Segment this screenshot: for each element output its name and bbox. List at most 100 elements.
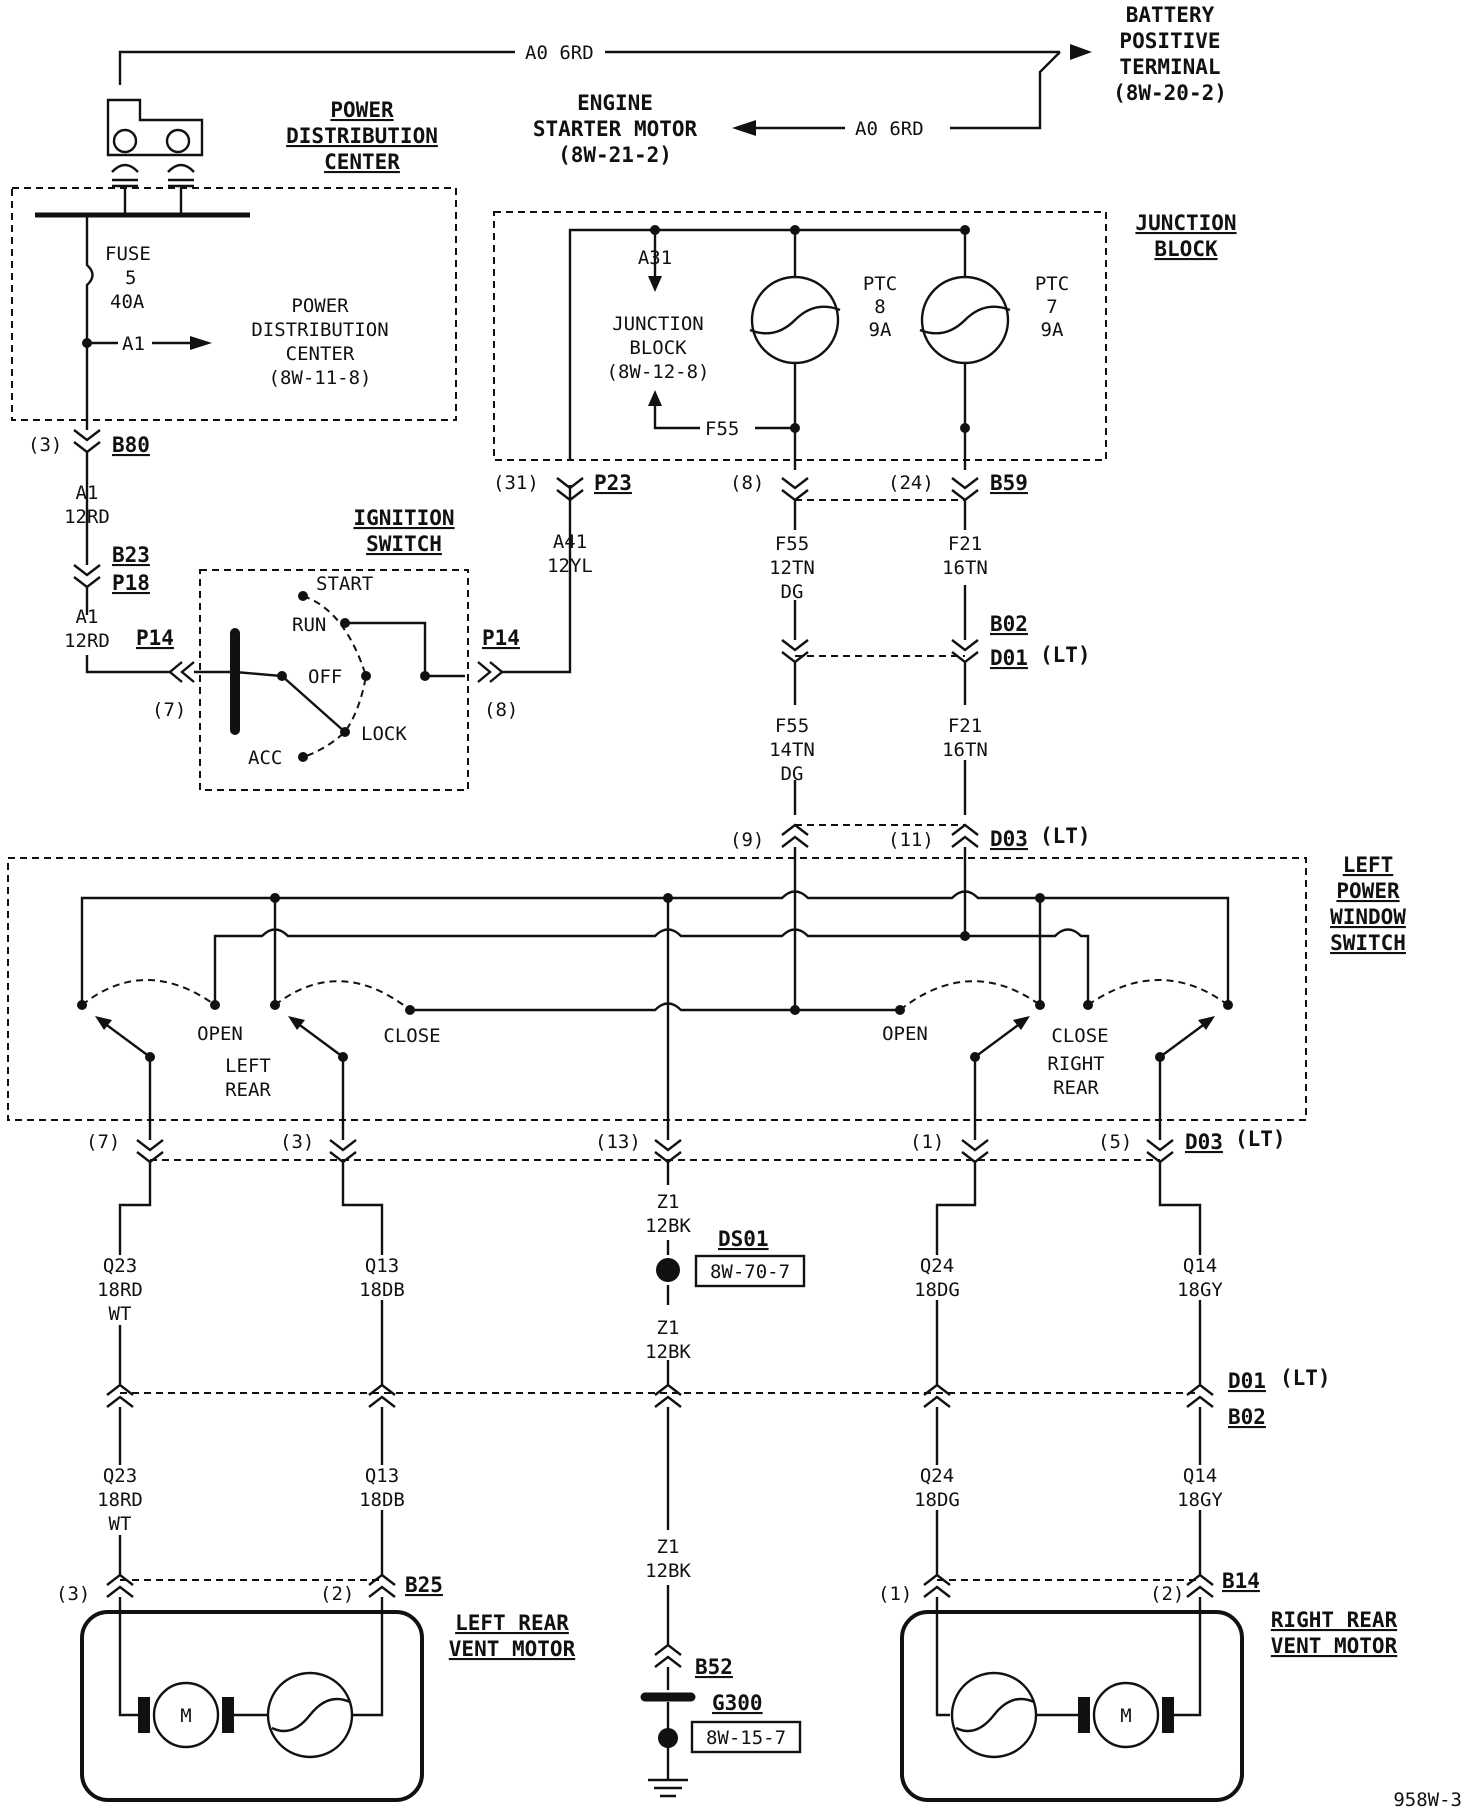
svg-text:TERMINAL: TERMINAL <box>1119 55 1220 79</box>
wire-q13-lower-gauge: 18DB <box>359 1489 405 1511</box>
ignition-connector-left: P14 (7) <box>136 626 235 721</box>
svg-text:8W-15-7: 8W-15-7 <box>706 1727 786 1749</box>
wire-q24-lower-gauge: 18DG <box>914 1489 960 1511</box>
svg-text:RIGHT REAR: RIGHT REAR <box>1271 1608 1398 1632</box>
wire-f21-upper-gauge: 16TN <box>942 557 988 579</box>
svg-text:(8): (8) <box>484 699 518 721</box>
junction-block-boundary <box>493 211 1107 461</box>
wire-q23-lower-gauge: 18RD <box>97 1489 143 1511</box>
svg-text:(8W-12-8): (8W-12-8) <box>607 361 710 383</box>
wire-q14-lower-circuit: Q14 <box>1183 1465 1217 1487</box>
svg-text:PTC: PTC <box>863 273 897 295</box>
svg-text:8W-70-7: 8W-70-7 <box>710 1261 790 1283</box>
right-rear-switch: OPEN CLOSE RIGHT REAR <box>882 979 1233 1140</box>
wire-z1-a-gauge: 12BK <box>645 1215 691 1237</box>
pdc-title: POWER DISTRIBUTION CENTER <box>286 98 438 174</box>
svg-text:9A: 9A <box>869 319 892 341</box>
svg-text:JUNCTION: JUNCTION <box>1135 211 1236 235</box>
connector-b59: (8) (24) B59 <box>730 471 1028 502</box>
wire-z1-c-gauge: 12BK <box>645 1560 691 1582</box>
svg-text:(11): (11) <box>888 829 934 851</box>
wire-q14-upper <box>1158 1162 1202 1385</box>
wire-f21-lower-gauge: 16TN <box>942 739 988 761</box>
svg-text:POWER: POWER <box>1336 879 1400 903</box>
svg-text:DS01: DS01 <box>718 1227 769 1251</box>
svg-text:(24): (24) <box>888 472 934 494</box>
starter-title: ENGINE STARTER MOTOR (8W-21-2) <box>533 91 698 167</box>
svg-text:8: 8 <box>874 296 885 318</box>
wire-q23-upper-circuit: Q23 <box>103 1255 137 1277</box>
svg-text:PTC: PTC <box>1035 273 1069 295</box>
svg-text:(8W-11-8): (8W-11-8) <box>269 367 372 389</box>
svg-text:REAR: REAR <box>225 1079 271 1101</box>
svg-text:(LT): (LT) <box>1040 824 1091 848</box>
svg-text:G300: G300 <box>712 1691 763 1715</box>
figure-id: 958W-3 <box>1393 1789 1462 1811</box>
wire-q24-upper-gauge: 18DG <box>914 1279 960 1301</box>
wire-f55-upper-circuit: F55 <box>775 533 809 555</box>
svg-text:CLOSE: CLOSE <box>383 1025 440 1047</box>
svg-text:ENGINE: ENGINE <box>577 91 653 115</box>
svg-text:D01: D01 <box>990 646 1028 670</box>
wire-label-a0-starter: A0 6RD <box>855 118 924 140</box>
svg-text:B02: B02 <box>1228 1405 1266 1429</box>
svg-text:(31): (31) <box>493 472 539 494</box>
wire-f21-lower-circuit: F21 <box>948 715 982 737</box>
wire-q23-lower-circuit: Q23 <box>103 1465 137 1487</box>
svg-text:LOCK: LOCK <box>361 723 407 745</box>
svg-text:B14: B14 <box>1222 1569 1260 1593</box>
svg-text:REAR: REAR <box>1053 1077 1099 1099</box>
right-rear-vent-motor: M <box>935 1597 1202 1759</box>
wire-a41-gauge: 12YL <box>547 555 593 577</box>
battery-title: BATTERY POSITIVE TERMINAL (8W-20-2) <box>1113 3 1227 105</box>
wire-q14-lower-gauge: 18GY <box>1177 1489 1223 1511</box>
svg-text:JUNCTION: JUNCTION <box>612 313 704 335</box>
svg-text:LEFT REAR: LEFT REAR <box>455 1611 569 1635</box>
left-rear-vent-motor-housing <box>80 1610 424 1802</box>
svg-text:P14: P14 <box>136 626 174 650</box>
wire-q23-lower-color: WT <box>109 1513 132 1535</box>
svg-text:OPEN: OPEN <box>197 1023 243 1045</box>
pdc-boundary <box>11 187 457 421</box>
connector-b14: (1) (2) B14 <box>878 1569 1260 1605</box>
svg-text:VENT MOTOR: VENT MOTOR <box>1271 1634 1398 1658</box>
wire-z1-b-gauge: 12BK <box>645 1341 691 1363</box>
wire-q23-upper <box>118 1162 152 1385</box>
ground-g300: B52 G300 8W-15-7 <box>640 1643 802 1798</box>
wire-f55-upper-color: DG <box>781 581 804 603</box>
svg-text:FUSE: FUSE <box>105 243 151 265</box>
wire-z1-b-circuit: Z1 <box>657 1317 680 1339</box>
svg-text:(8W-21-2): (8W-21-2) <box>558 143 672 167</box>
wire-q24-upper <box>935 1162 977 1385</box>
svg-text:P23: P23 <box>594 471 632 495</box>
svg-text:BATTERY: BATTERY <box>1126 3 1215 27</box>
wire-q14-upper-circuit: Q14 <box>1183 1255 1217 1277</box>
svg-text:B02: B02 <box>990 612 1028 636</box>
svg-text:DISTRIBUTION: DISTRIBUTION <box>251 319 388 341</box>
svg-text:STARTER MOTOR: STARTER MOTOR <box>533 117 698 141</box>
svg-text:LEFT: LEFT <box>225 1055 271 1077</box>
svg-text:A1: A1 <box>122 333 145 355</box>
svg-text:(LT): (LT) <box>1280 1366 1331 1390</box>
wire-a1-upper-gauge: 12RD <box>64 506 110 528</box>
wire-f21-upper-circuit: F21 <box>948 533 982 555</box>
ignition-switch-contacts: START RUN OFF LOCK ACC <box>234 573 465 769</box>
svg-text:DISTRIBUTION: DISTRIBUTION <box>286 124 438 148</box>
wire-a41-circuit: A41 <box>553 531 587 553</box>
connector-p23: (31) P23 <box>493 471 632 502</box>
svg-text:F55: F55 <box>705 418 739 440</box>
wire-a1-upper-circuit: A1 <box>76 482 99 504</box>
wire-z1-c-circuit: Z1 <box>657 1536 680 1558</box>
svg-text:SWITCH: SWITCH <box>366 532 442 556</box>
svg-text:POWER: POWER <box>291 295 349 317</box>
connector-d03-bottom: (7) (3) (13) (1) (5) D03 (LT) <box>86 1127 1286 1164</box>
svg-text:(3): (3) <box>28 434 62 456</box>
svg-text:P14: P14 <box>482 626 520 650</box>
svg-text:(9): (9) <box>730 829 764 851</box>
svg-text:POSITIVE: POSITIVE <box>1119 29 1220 53</box>
svg-text:(3): (3) <box>280 1131 314 1153</box>
connector-d03-top: (9) (11) D03 (LT) <box>730 823 1091 851</box>
splice-ds01: DS01 8W-70-7 <box>656 1227 806 1288</box>
wire-q24-upper-circuit: Q24 <box>920 1255 954 1277</box>
